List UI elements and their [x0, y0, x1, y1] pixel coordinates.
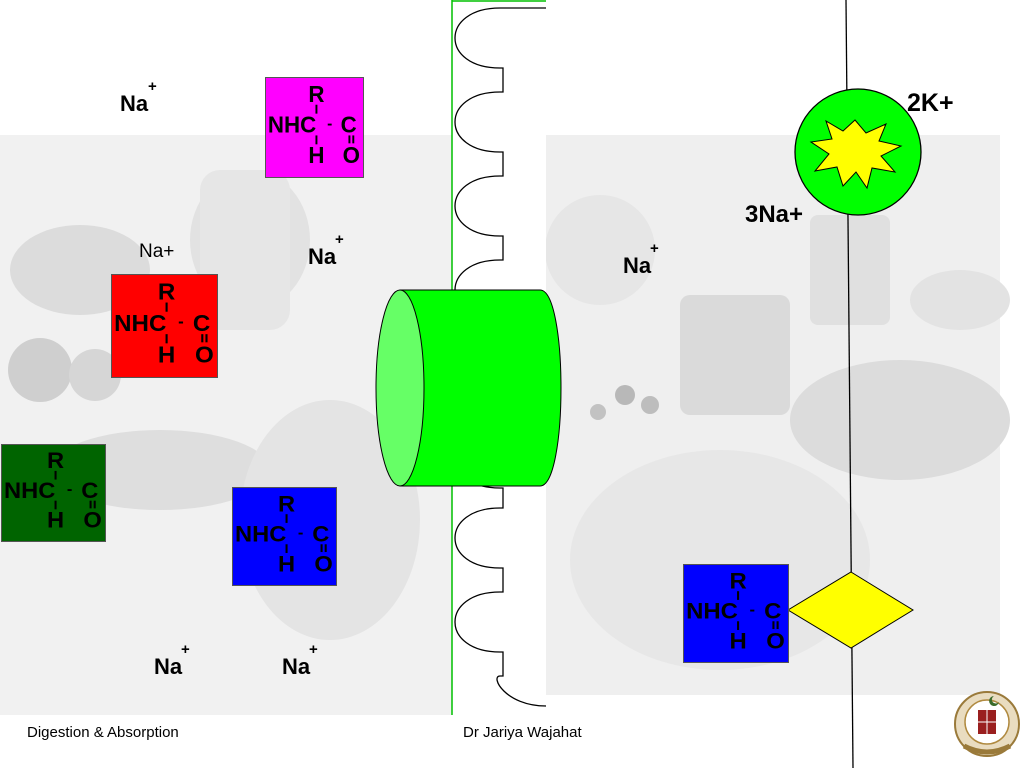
r-group-label: R — [308, 82, 324, 107]
sodium-ion: Na+ — [120, 78, 157, 116]
sodium-ion: Na+ — [623, 240, 659, 278]
bond-dash: - — [750, 601, 756, 618]
sodium-ion-label: Na+ — [139, 241, 175, 262]
carbonyl-carbon-label: C — [341, 112, 357, 137]
bond-dash: - — [298, 525, 303, 541]
hydrogen-label: H — [158, 342, 175, 369]
hydrogen-label: H — [278, 551, 295, 576]
oxygen-label: O — [766, 628, 785, 653]
hydrogen-label: H — [729, 628, 746, 653]
bond-dash: - — [178, 312, 184, 331]
footer-title: Digestion & Absorption — [27, 724, 179, 741]
carbonyl-carbon-label: C — [81, 478, 98, 503]
sodium-ion: Na+ — [282, 641, 318, 679]
sodium-ion: Na+ — [154, 641, 190, 679]
hydrogen-label: H — [47, 507, 64, 532]
r-group-label: R — [47, 448, 65, 473]
amine-label: NHC — [235, 521, 286, 546]
bond-dash: - — [327, 115, 332, 132]
carbonyl-carbon-label: C — [193, 310, 210, 337]
oxygen-label: O — [195, 342, 214, 369]
sodium-pump-label: 3Na+ — [745, 201, 804, 228]
r-group-label: R — [158, 279, 175, 306]
university-logo — [954, 691, 1020, 757]
oxygen-label: O — [83, 507, 101, 532]
amine-label: NHC — [114, 310, 166, 337]
carbonyl-carbon-label: C — [764, 598, 782, 623]
hydrogen-label: H — [308, 143, 324, 168]
footer-author: Dr Jariya Wajahat — [463, 724, 582, 741]
amine-label: NHC — [268, 112, 316, 137]
oxygen-label: O — [343, 143, 360, 168]
amine-label: NHC — [4, 478, 55, 503]
sodium-ion: Na+ — [308, 231, 344, 269]
r-group-label: R — [278, 491, 296, 516]
oxygen-label: O — [314, 551, 332, 576]
bond-dash: - — [67, 481, 72, 497]
potassium-label: 2K+ — [907, 89, 954, 117]
r-group-label: R — [729, 568, 747, 593]
amine-label: NHC — [686, 598, 738, 623]
carbonyl-carbon-label: C — [312, 521, 329, 546]
